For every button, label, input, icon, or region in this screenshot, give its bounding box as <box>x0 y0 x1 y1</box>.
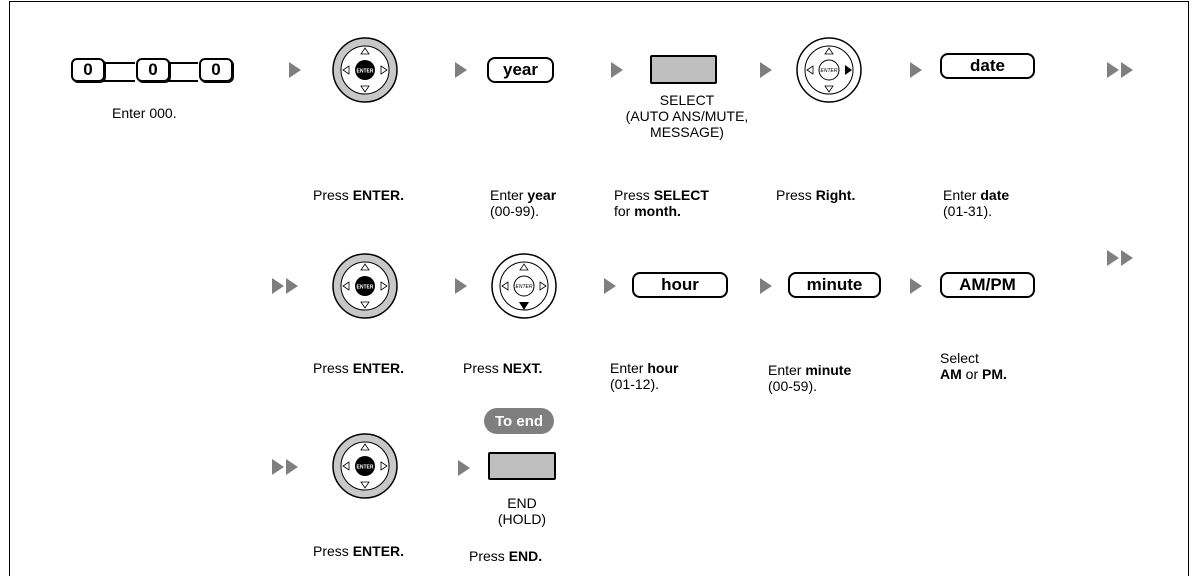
digit-connector <box>168 62 198 82</box>
digit-key: 0 <box>136 58 170 82</box>
step-press-next: Press NEXT. <box>463 360 543 376</box>
select-button <box>650 55 717 84</box>
step-press-enter: Press ENTER. <box>313 187 405 203</box>
end-button <box>488 452 556 480</box>
navigator-down-icon: ENTER <box>491 253 557 319</box>
diagram-frame <box>9 1 1189 576</box>
navigator-enter-icon: ENTER <box>332 433 398 499</box>
digit-key: 0 <box>199 58 233 82</box>
arrow-icon <box>289 62 301 78</box>
step-press-right: Press Right. <box>776 187 856 203</box>
step-press-enter: Press ENTER. <box>313 360 405 376</box>
select-caption: SELECT (AUTO ANS/MUTE, MESSAGE) <box>625 92 749 140</box>
arrow-icon <box>760 278 772 294</box>
arrow-icon <box>760 62 772 78</box>
hour-key: hour <box>632 272 728 298</box>
svg-text:ENTER: ENTER <box>357 285 374 291</box>
continue-arrow-icon <box>1107 62 1133 78</box>
arrow-icon <box>910 278 922 294</box>
step-enter-year: Enter year (00-99). <box>490 187 557 219</box>
arrow-icon <box>604 278 616 294</box>
step-enter-hour: Enter hour (01-12). <box>610 360 679 392</box>
step-press-enter: Press ENTER. <box>313 543 405 559</box>
navigator-enter-icon: ENTER <box>332 253 398 319</box>
arrow-icon <box>611 62 623 78</box>
step-enter-date: Enter date (01-31). <box>943 187 1010 219</box>
continue-arrow-icon <box>272 459 298 475</box>
arrow-icon <box>910 62 922 78</box>
date-key: date <box>940 53 1035 79</box>
year-key: year <box>487 57 554 83</box>
digit-connector <box>103 62 135 82</box>
digit-key: 0 <box>71 58 105 82</box>
enter-000-caption: Enter 000. <box>112 105 177 121</box>
arrow-icon <box>455 278 467 294</box>
step-enter-minute: Enter minute (00-59). <box>768 362 852 394</box>
arrow-icon <box>455 62 467 78</box>
svg-text:ENTER: ENTER <box>357 465 374 471</box>
minute-key: minute <box>788 272 881 298</box>
navigator-enter-icon: ENTER <box>332 37 398 103</box>
svg-text:ENTER: ENTER <box>821 68 838 74</box>
end-caption: END (HOLD) <box>497 495 547 527</box>
navigator-right-icon: ENTER <box>796 37 862 103</box>
arrow-icon <box>458 460 470 476</box>
svg-text:ENTER: ENTER <box>516 284 533 290</box>
continue-arrow-icon <box>272 278 298 294</box>
to-end-badge: To end <box>484 408 554 434</box>
svg-text:ENTER: ENTER <box>357 69 374 75</box>
continue-arrow-icon <box>1107 250 1133 266</box>
step-press-select: Press SELECT for month. <box>614 187 709 219</box>
step-press-end: Press END. <box>469 548 543 564</box>
step-select-ampm: Select AM or PM. <box>940 350 1007 382</box>
ampm-key: AM/PM <box>940 272 1035 298</box>
